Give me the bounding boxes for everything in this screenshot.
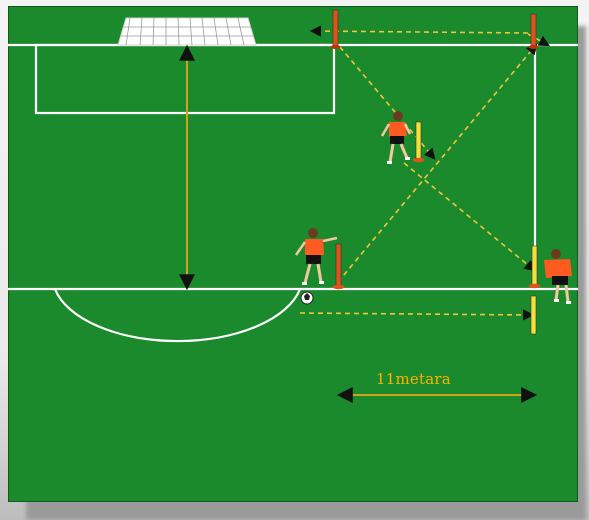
cone-pole-icon [413, 122, 425, 162]
ball-icon [301, 292, 313, 304]
pass-path-top [312, 31, 528, 33]
player-icon [544, 249, 572, 304]
distance-label: 11metara [376, 370, 451, 388]
player-icon [382, 111, 410, 164]
cone-pole-icon [531, 296, 536, 334]
pass-path-bottom [300, 313, 532, 315]
pass-path-diag-c [404, 163, 534, 270]
player-icon [296, 228, 337, 285]
cone-pole-icon [333, 244, 345, 289]
field-lines [8, 45, 578, 341]
pass-path-diag-b [338, 45, 536, 282]
cone-pole-icon [331, 10, 341, 49]
penalty-arc [55, 289, 300, 341]
cone-pole-icon [529, 14, 539, 49]
goal-area [36, 45, 334, 113]
goal-net-icon [118, 18, 256, 45]
